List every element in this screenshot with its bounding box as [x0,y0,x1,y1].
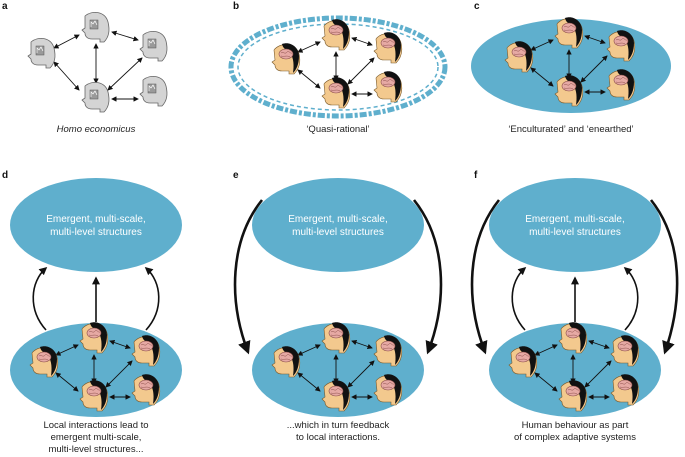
caption-a: Homo economicus [57,124,136,135]
blob-text-line2: multi-level structures [50,227,142,238]
upward-arrows-d [32,266,160,331]
brain-head-icon [271,42,301,75]
blob-text-line2: multi-level structures [529,227,621,238]
emergent-structure-blob [252,178,424,272]
caption-d-line2: emergent multi-scale, [51,432,142,443]
emergent-structure-blob [489,178,661,272]
panel-e: e Emergent, multi-scale, multi-level str… [233,170,443,443]
brain-head-icon [373,31,403,64]
grey-head-icon [81,11,110,43]
rough-boundary-ellipse [228,15,448,119]
caption-b: ‘Quasi-rational’ [306,124,369,135]
interaction-arrows-d [55,339,133,400]
panel-letter-d: d [2,170,8,181]
interaction-arrows-f [534,339,612,400]
brain-head-icon [321,18,351,51]
panel-letter-b: b [233,1,239,12]
upward-arrows-f [511,266,639,331]
interaction-arrows-b [297,36,375,97]
caption-e-line2: to local interactions. [296,432,380,443]
caption-e-line1: ...which in turn feedback [287,420,390,431]
panel-letter-f: f [474,170,478,181]
panel-c: c ‘Enculturated’ and ‘enearthed’ [471,1,671,135]
panel-letter-c: c [474,1,480,12]
downward-arrows-e [233,199,443,355]
caption-c: ‘Enculturated’ and ‘enearthed’ [508,124,633,135]
downward-arrows-f [470,199,679,355]
caption-d-line1: Local interactions lead to [43,420,148,431]
emergent-structure-blob [10,178,182,272]
brain-head-icon [321,76,351,109]
interaction-arrows-c [530,34,608,95]
rough-boundary-inner [237,23,439,111]
panel-a: a Homo economicus [2,1,168,135]
grey-head-icon [139,75,168,107]
blob-text-line1: Emergent, multi-scale, [288,214,387,225]
caption-f-line2: of complex adaptive systems [514,432,636,443]
interaction-arrows-e [297,339,375,400]
caption-f-line1: Human behaviour as part [522,420,629,431]
blob-text-line2: multi-level structures [292,227,384,238]
brain-head-icon [373,70,403,103]
interaction-arrows-a [53,30,143,102]
panel-b: b ‘Quasi-rational’ [228,1,448,135]
panel-letter-a: a [2,1,8,12]
caption-d-line3: multi-level structures... [48,444,143,455]
panel-letter-e: e [233,170,239,181]
blob-text-line1: Emergent, multi-scale, [46,214,145,225]
blob-text-line1: Emergent, multi-scale, [525,214,624,225]
grey-head-icon [139,30,168,62]
grey-head-icon [81,81,110,113]
panel-f: f Emergent, multi-scale, multi-level str… [470,170,679,443]
panel-d: d Emergent, multi-scale, multi-level str… [2,170,182,455]
grey-head-icon [27,37,56,69]
